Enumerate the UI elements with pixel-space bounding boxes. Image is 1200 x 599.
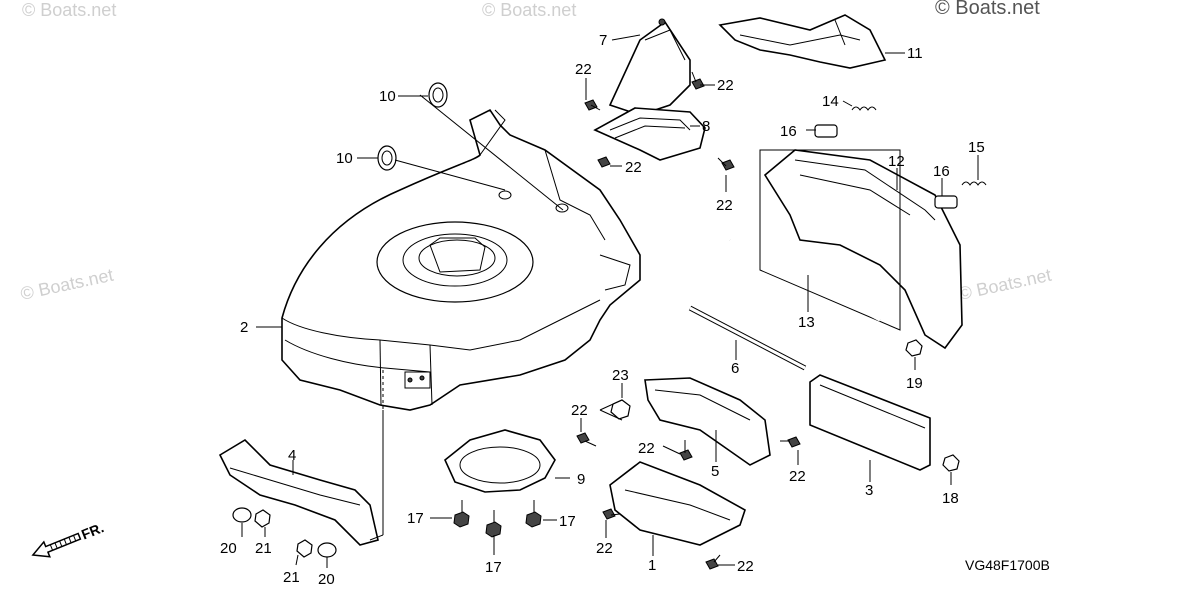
callout-10a: 10 bbox=[379, 88, 396, 105]
leader-lines bbox=[241, 34, 979, 568]
callout-12: 12 bbox=[888, 153, 905, 170]
callout-11: 11 bbox=[907, 45, 923, 62]
callout-17a: 17 bbox=[407, 510, 424, 527]
watermark-top-right: © Boats.net bbox=[935, 0, 1040, 19]
grommet-part-10a[interactable] bbox=[428, 82, 448, 108]
callout-22c: 22 bbox=[625, 159, 642, 176]
callout-9: 9 bbox=[577, 471, 585, 488]
callout-1: 1 bbox=[648, 557, 656, 574]
watermark-top-center: © Boats.net bbox=[482, 0, 576, 20]
rod-part-13[interactable] bbox=[729, 238, 881, 322]
bolt-22h bbox=[602, 508, 621, 520]
callout-22h: 22 bbox=[596, 540, 613, 557]
shield-part-4[interactable] bbox=[218, 438, 379, 546]
bolt-22e bbox=[576, 432, 597, 447]
callout-18: 18 bbox=[942, 490, 959, 507]
bolt-17a bbox=[453, 500, 470, 528]
front-label: FR. bbox=[79, 519, 106, 542]
grommet-part-10b[interactable] bbox=[377, 145, 397, 171]
bolt-22f bbox=[679, 440, 693, 461]
assembly-lines bbox=[369, 94, 761, 541]
flap-part-3[interactable] bbox=[809, 374, 931, 471]
bolt-22i bbox=[705, 554, 721, 570]
callouts: 2 10 10 7 8 11 12 13 6 3 5 4 9 1 14 15 1… bbox=[220, 32, 985, 588]
callout-13: 13 bbox=[798, 314, 815, 331]
spring-part-14[interactable] bbox=[851, 106, 877, 111]
callout-3: 3 bbox=[865, 482, 873, 499]
shaft-part-6[interactable] bbox=[688, 305, 807, 371]
flap-part-11[interactable] bbox=[718, 14, 887, 69]
bolt-22d bbox=[717, 157, 735, 171]
chute-part-1[interactable] bbox=[609, 461, 746, 546]
spring-part-15[interactable] bbox=[961, 181, 987, 186]
nut-part-18[interactable] bbox=[942, 454, 960, 472]
bolts[interactable] bbox=[453, 71, 801, 570]
cover-part-12[interactable] bbox=[759, 149, 963, 350]
callout-14: 14 bbox=[822, 93, 839, 110]
diagram-code: VG48F1700B bbox=[965, 557, 1050, 573]
bolt-17b bbox=[485, 510, 502, 538]
callout-22d: 22 bbox=[716, 197, 733, 214]
nut-part-19[interactable] bbox=[905, 339, 923, 357]
watermark-top-left: © Boats.net bbox=[22, 0, 116, 20]
callout-20b: 20 bbox=[318, 571, 335, 588]
callout-22b: 22 bbox=[717, 77, 734, 94]
bolt-22a bbox=[584, 99, 601, 111]
deck-part-2[interactable] bbox=[281, 108, 641, 411]
nut-part-21a[interactable] bbox=[254, 509, 271, 528]
callout-8: 8 bbox=[702, 118, 710, 135]
callout-17c: 17 bbox=[559, 513, 576, 530]
callout-16b: 16 bbox=[933, 163, 950, 180]
callout-22g: 22 bbox=[789, 468, 806, 485]
bolt-22g bbox=[780, 436, 801, 448]
callout-22e: 22 bbox=[571, 402, 588, 419]
callout-23: 23 bbox=[612, 367, 629, 384]
callout-2: 2 bbox=[240, 319, 248, 336]
callout-7: 7 bbox=[599, 32, 607, 49]
bracket-part-7[interactable] bbox=[608, 18, 691, 116]
pin-part-16b[interactable] bbox=[934, 195, 958, 209]
bracket-part-5[interactable] bbox=[644, 377, 771, 466]
washer-part-20a[interactable] bbox=[232, 507, 252, 523]
washer-part-20b[interactable] bbox=[317, 542, 337, 558]
plate-part-8[interactable] bbox=[593, 107, 706, 161]
callout-21b: 21 bbox=[283, 569, 300, 586]
nut-part-21b[interactable] bbox=[296, 539, 313, 558]
bolt-22b bbox=[691, 71, 705, 90]
callout-19: 19 bbox=[906, 375, 923, 392]
callout-22i: 22 bbox=[737, 558, 754, 575]
callout-20a: 20 bbox=[220, 540, 237, 557]
bolt-22c bbox=[597, 156, 611, 168]
callout-5: 5 bbox=[711, 463, 719, 480]
callout-17b: 17 bbox=[485, 559, 502, 576]
callout-15: 15 bbox=[968, 139, 985, 156]
callout-4: 4 bbox=[288, 447, 296, 464]
front-direction-arrow: FR. bbox=[31, 519, 106, 558]
bolt-17c bbox=[525, 500, 542, 528]
callout-22f: 22 bbox=[638, 440, 655, 457]
callout-16a: 16 bbox=[780, 123, 797, 140]
watermark-left: © Boats.net bbox=[19, 265, 115, 304]
ring-part-9[interactable] bbox=[444, 429, 556, 493]
pin-part-16a[interactable] bbox=[814, 124, 838, 138]
callout-21a: 21 bbox=[255, 540, 272, 557]
callout-22a: 22 bbox=[575, 61, 592, 78]
callout-6: 6 bbox=[731, 360, 739, 377]
watermark-right: © Boats.net bbox=[957, 265, 1053, 304]
callout-10b: 10 bbox=[336, 150, 353, 167]
